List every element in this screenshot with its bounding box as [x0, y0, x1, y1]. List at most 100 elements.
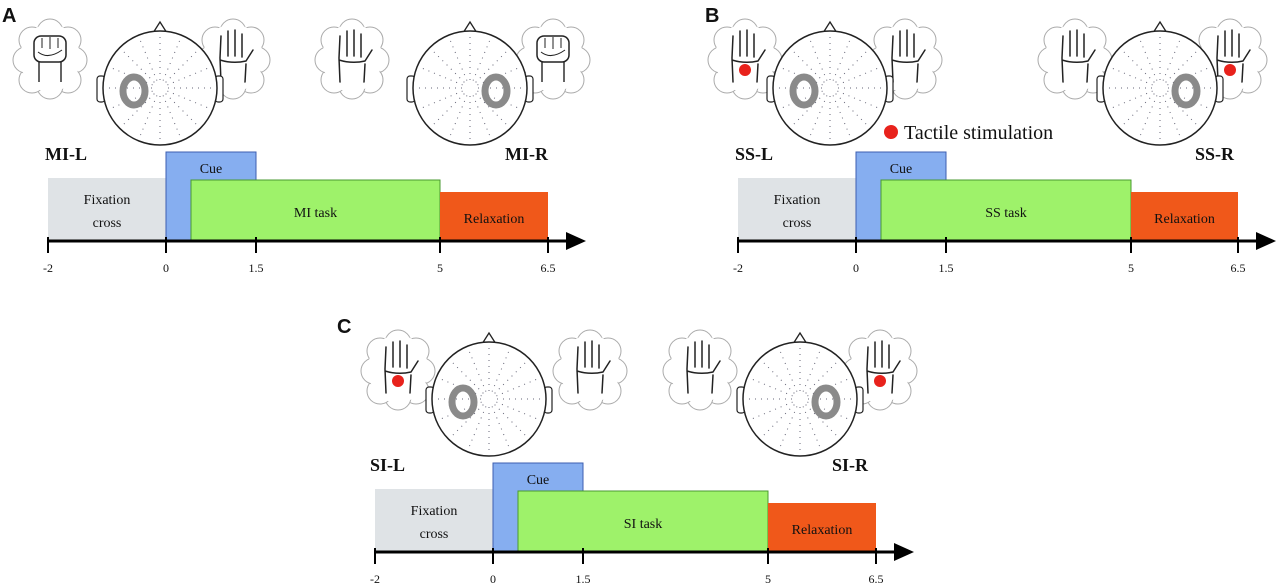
task-block — [880, 179, 1132, 242]
nose-icon — [792, 331, 808, 345]
activation-blob — [789, 73, 819, 109]
tick-label: 5 — [1128, 261, 1134, 275]
task-label: SI task — [624, 517, 663, 532]
thought-cloud-icon — [314, 18, 390, 100]
relaxation-label: Relaxation — [464, 212, 525, 227]
cloud-fill — [670, 335, 730, 403]
tick-label: -2 — [43, 261, 53, 275]
nose-icon — [462, 20, 478, 34]
fixation-label: cross — [783, 216, 812, 231]
axis-arrow-icon — [1256, 232, 1276, 250]
fixation-label: cross — [420, 527, 449, 542]
thought-cloud-icon — [1192, 18, 1268, 100]
tactile-stimulation-dot — [392, 375, 404, 387]
cue-label: Cue — [890, 162, 913, 177]
tick-label: -2 — [370, 572, 380, 586]
condition-label-left: SI-L — [370, 455, 405, 475]
condition-label-right: SS-R — [1195, 144, 1235, 164]
cloud-fill — [850, 335, 910, 403]
tactile-stimulation-dot — [1224, 64, 1236, 76]
open-hand-icon — [731, 29, 766, 83]
tick-label: 1.5 — [939, 261, 954, 275]
thought-cloud-icon — [360, 329, 436, 411]
fist-fingers — [540, 37, 566, 56]
axis-arrow-icon — [566, 232, 586, 250]
nose-icon — [152, 20, 168, 34]
head-topography-L — [425, 331, 553, 457]
axis-arrow-icon — [894, 543, 914, 561]
cloud-fill — [875, 24, 935, 92]
open-hand-icon — [866, 340, 901, 394]
fixation-cross-block — [48, 178, 166, 241]
fixation-label: Fixation — [411, 504, 458, 519]
panel-letter: B — [705, 5, 719, 27]
cue-label: Cue — [527, 473, 550, 488]
activation-blob — [811, 384, 841, 420]
tick-label: 6.5 — [869, 572, 884, 586]
tick-label: -2 — [733, 261, 743, 275]
open-hand — [662, 329, 738, 411]
open-hand-icon — [686, 340, 721, 394]
relaxation-label: Relaxation — [1154, 212, 1215, 227]
head-topography-R — [406, 20, 534, 146]
open-hand-icon — [1216, 29, 1251, 83]
nose-icon — [1152, 20, 1168, 34]
relaxation-label: Relaxation — [792, 523, 853, 538]
cloud-fill — [322, 24, 382, 92]
open-hand-icon — [576, 340, 611, 394]
tick-label: 5 — [437, 261, 443, 275]
cloud-fill — [203, 24, 263, 92]
fixation-cross-block — [375, 489, 493, 552]
fist-fingers — [37, 37, 63, 56]
wrist — [38, 62, 62, 82]
panel-letter: C — [337, 316, 351, 338]
tick-label: 5 — [765, 572, 771, 586]
open-hand — [707, 18, 783, 100]
nose-icon — [822, 20, 838, 34]
open-hand — [1037, 18, 1113, 100]
tactile-stimulation-legend: Tactile stimulation — [904, 122, 1053, 144]
tick-label: 6.5 — [541, 261, 556, 275]
activation-blob — [119, 73, 149, 109]
condition-label-right: MI-R — [505, 144, 549, 164]
task-block — [190, 179, 441, 242]
activation-blob — [448, 384, 478, 420]
scalp-outline — [772, 30, 888, 146]
tactile-stimulation-legend-dot — [884, 125, 898, 139]
task-label: MI task — [294, 206, 337, 221]
tactile-stimulation-dot — [874, 375, 886, 387]
open-hand — [314, 18, 390, 100]
tick-label: 6.5 — [1231, 261, 1246, 275]
condition-label-left: MI-L — [45, 144, 87, 164]
condition-label-right: SI-R — [832, 455, 869, 475]
fist-hand — [12, 18, 88, 100]
tick-label: 1.5 — [249, 261, 264, 275]
cloud-fill — [715, 24, 775, 92]
open-hand-icon — [219, 29, 254, 83]
open-hand — [360, 329, 436, 411]
cue-label: Cue — [200, 162, 223, 177]
nose-icon — [481, 331, 497, 345]
scalp-outline — [1102, 30, 1218, 146]
task-block — [517, 490, 769, 553]
thought-cloud-icon — [707, 18, 783, 100]
cloud-fill — [1045, 24, 1105, 92]
panel-c: C SI-L SI-R Fixation cross Cue SI task Relaxati… — [337, 316, 918, 586]
open-hand — [842, 329, 918, 411]
relaxation-block — [1131, 192, 1238, 241]
cloud-fill — [368, 335, 428, 403]
tick-label: 0 — [853, 261, 859, 275]
relaxation-block — [440, 192, 548, 241]
head-topography-R — [736, 331, 864, 457]
head-topography-L — [96, 20, 224, 146]
tick-label: 0 — [490, 572, 496, 586]
thought-cloud-icon — [552, 329, 628, 411]
panel-letter: A — [2, 5, 16, 27]
relaxation-block — [768, 503, 876, 552]
open-hand — [1192, 18, 1268, 100]
activation-blob — [1171, 73, 1201, 109]
task-label: SS task — [985, 206, 1027, 221]
fixation-cross-block — [738, 178, 856, 241]
